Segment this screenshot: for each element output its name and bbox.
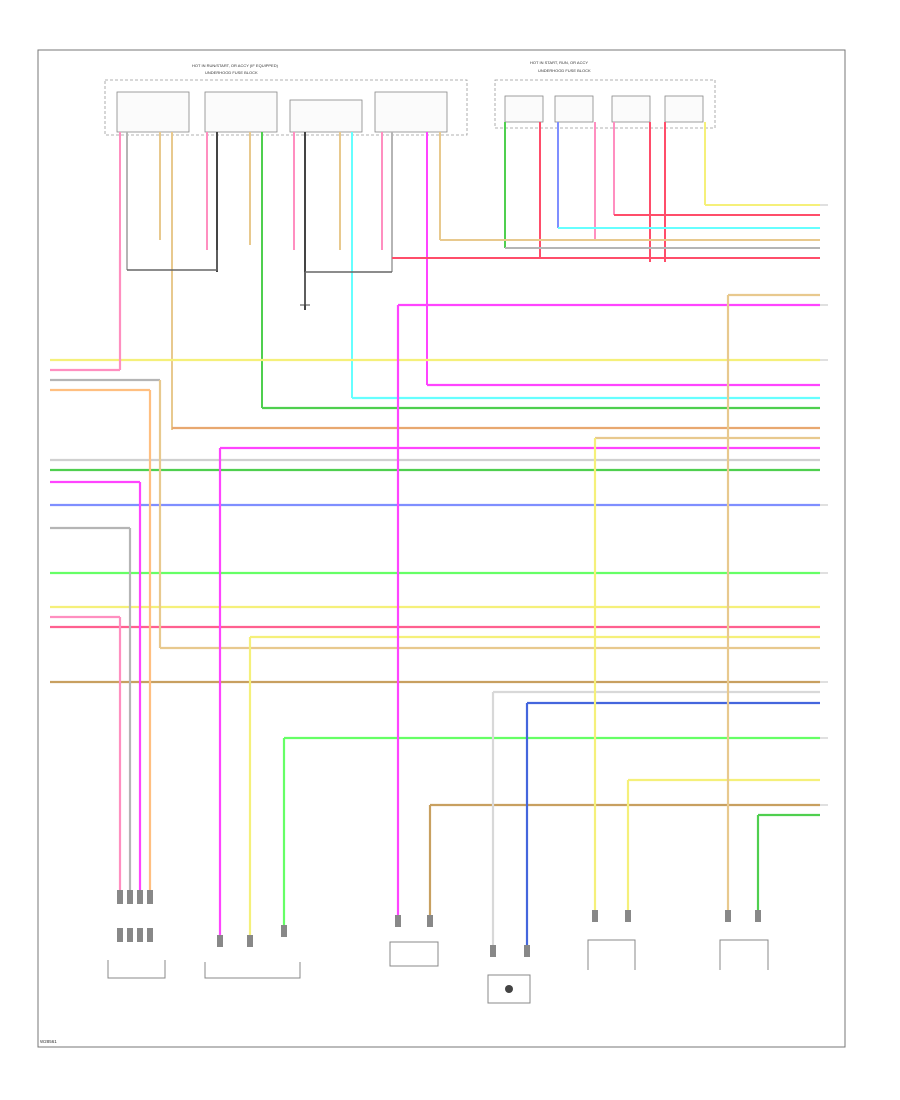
component-1-outline xyxy=(107,960,166,979)
marker-4 xyxy=(147,890,153,904)
marker-8 xyxy=(147,928,153,942)
marker-15 xyxy=(524,945,530,957)
component-3-outline xyxy=(389,941,439,967)
relay-box-1 xyxy=(116,91,190,133)
marker-14 xyxy=(490,945,496,957)
marker-16 xyxy=(592,910,598,922)
header-splices xyxy=(127,250,392,305)
marker-13 xyxy=(427,915,433,927)
marker-9 xyxy=(217,935,223,947)
marker-10 xyxy=(247,935,253,947)
marker-19 xyxy=(755,910,761,922)
marker-11 xyxy=(281,925,287,937)
marker-3 xyxy=(137,890,143,904)
component-4-outline xyxy=(487,974,531,1004)
diagram-frame xyxy=(37,49,846,1048)
relay-box-3 xyxy=(289,99,363,133)
main-horizontal-wires xyxy=(50,293,820,817)
component-5-outline xyxy=(587,939,636,970)
component-2-outline xyxy=(204,962,301,979)
fuse-box-2 xyxy=(554,95,594,123)
marker-5 xyxy=(117,928,123,942)
header-right-runs xyxy=(392,204,820,259)
header-wire-stubs xyxy=(119,122,706,430)
fuse-box-4 xyxy=(664,95,704,123)
marker-7 xyxy=(137,928,143,942)
marker-12 xyxy=(395,915,401,927)
bottom-components xyxy=(107,939,769,1004)
marker-6 xyxy=(127,928,133,942)
relay-box-2 xyxy=(204,91,278,133)
marker-18 xyxy=(725,910,731,922)
right-header-title: HOT IN START, RUN, OR ACCY xyxy=(530,60,588,65)
right-header-subtitle: UNDERHOOD FUSE BLOCK xyxy=(538,68,591,73)
main-vertical-wires xyxy=(118,250,760,945)
splice-left-1 xyxy=(127,250,218,271)
fuse-group-right xyxy=(504,95,704,123)
right-fuse-block-outline xyxy=(494,79,716,129)
left-header-title: HOT IN RUN/START, OR ACCY (IF EQUIPPED) xyxy=(192,63,279,68)
fuse-box-1 xyxy=(504,95,544,123)
marker-1 xyxy=(117,890,123,904)
relay-box-4 xyxy=(374,91,448,133)
marker-2 xyxy=(127,890,133,904)
fuse-box-3 xyxy=(611,95,651,123)
left-fuse-block-outline xyxy=(104,79,468,136)
relay-group-left xyxy=(116,91,448,133)
connector-markers xyxy=(117,890,761,957)
left-header-subtitle: UNDERHOOD FUSE BLOCK xyxy=(205,70,258,75)
footer-code: W28561 xyxy=(40,1039,57,1044)
component-6-outline xyxy=(719,939,769,970)
marker-17 xyxy=(625,910,631,922)
right-terminal-ticks xyxy=(820,204,828,806)
sensor-symbol xyxy=(505,985,513,993)
